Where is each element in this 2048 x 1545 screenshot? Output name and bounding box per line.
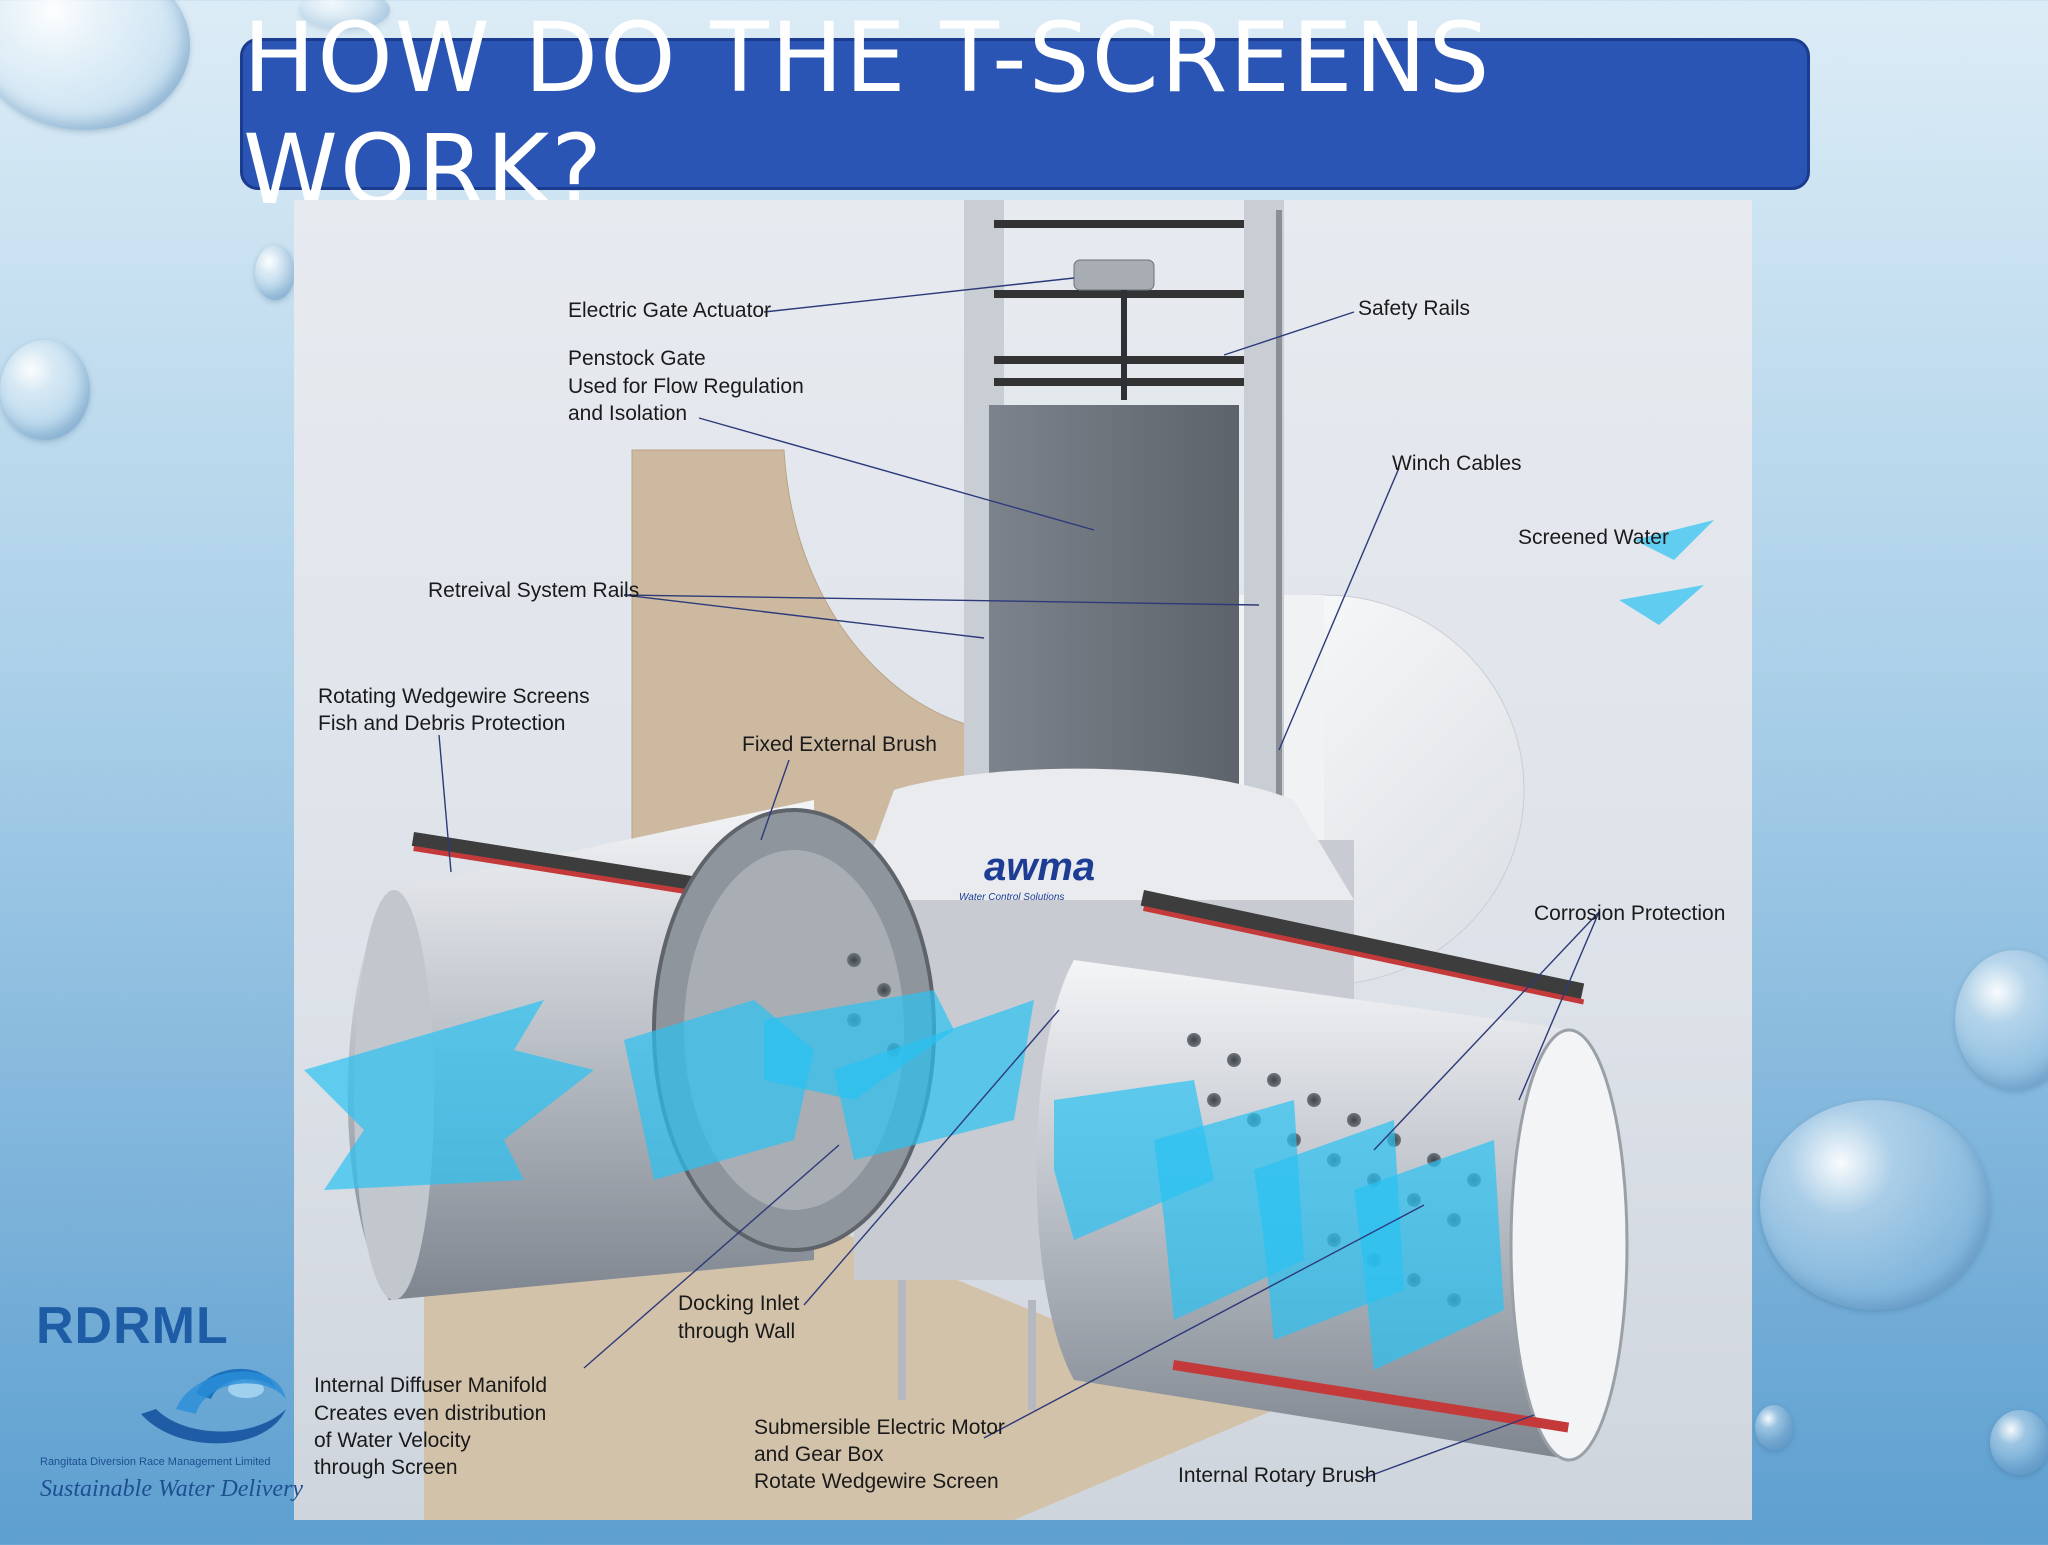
label-rotating-wedgewire-screens-line2: Fish and Debris Protection	[318, 712, 565, 735]
awma-logo-subtitle: Water Control Solutions	[959, 892, 1064, 903]
water-bubble	[1755, 1405, 1793, 1450]
label-internal-diffuser-manifold: Internal Diffuser Manifold	[314, 1374, 547, 1397]
gate-support-bar	[994, 290, 1244, 298]
label-internal-rotary-brush: Internal Rotary Brush	[1178, 1464, 1376, 1487]
label-submersible-electric-motor: Submersible Electric Motor	[754, 1416, 1005, 1439]
water-bubble	[255, 245, 295, 300]
label-safety-rails: Safety Rails	[1358, 297, 1470, 320]
label-penstock-gate-line3: and Isolation	[568, 402, 687, 425]
label-retrieval-system-rails: Retreival System Rails	[428, 579, 639, 602]
actuator-body	[1073, 259, 1155, 291]
label-corrosion-protection: Corrosion Protection	[1534, 902, 1725, 925]
logo-wordmark: RDRML	[36, 1297, 229, 1355]
title-banner: HOW DO THE T-SCREENS WORK?	[240, 2, 1810, 226]
label-internal-diffuser-manifold-line2: Creates even distribution	[314, 1402, 546, 1425]
label-penstock-gate-line2: Used for Flow Regulation	[568, 375, 804, 398]
label-submersible-electric-motor-line2: and Gear Box	[754, 1443, 884, 1466]
fixed-external-brush-right	[1140, 890, 1585, 1000]
water-bubble	[0, 0, 190, 130]
label-penstock-gate: Penstock Gate	[568, 347, 706, 370]
label-submersible-electric-motor-line3: Rotate Wedgewire Screen	[754, 1470, 999, 1493]
label-docking-inlet-line2: through Wall	[678, 1320, 795, 1343]
label-winch-cables: Winch Cables	[1392, 452, 1522, 475]
water-bubble	[1990, 1410, 2048, 1475]
label-docking-inlet: Docking Inlet	[678, 1292, 800, 1315]
label-rotating-wedgewire-screens: Rotating Wedgewire Screens	[318, 685, 590, 708]
label-internal-diffuser-manifold-line4: through Screen	[314, 1456, 458, 1479]
awma-logo: awma	[984, 845, 1095, 889]
support-leg	[898, 1280, 906, 1400]
gate-support-bar	[994, 356, 1244, 364]
logo-tagline: Sustainable Water Delivery	[40, 1476, 304, 1502]
page-title: HOW DO THE T-SCREENS WORK?	[243, 2, 1492, 226]
rdrml-logo: RDRML Rangitata Diversion Race Managemen…	[36, 1296, 303, 1520]
corrosion-strip-right	[1142, 906, 1585, 1005]
right-screen-end	[1509, 1028, 1629, 1462]
label-internal-diffuser-manifold-line3: of Water Velocity	[314, 1429, 471, 1452]
water-flow-arrows	[304, 520, 1714, 1370]
water-ripple-icon	[141, 1368, 286, 1444]
logo-organisation: Rangitata Diversion Race Management Limi…	[40, 1456, 271, 1468]
water-bubble	[1760, 1100, 1990, 1310]
gate-support-bar	[994, 378, 1244, 386]
label-fixed-external-brush: Fixed External Brush	[742, 733, 937, 756]
label-electric-gate-actuator: Electric Gate Actuator	[568, 299, 771, 322]
central-housing-top	[854, 768, 1354, 900]
gate-support-bar	[994, 220, 1244, 228]
water-bubble	[1955, 950, 2048, 1090]
t-screen-illustration: awma Water Control Solutions	[304, 200, 1725, 1520]
callout-leader-lines	[438, 277, 1600, 1479]
support-leg	[1028, 1300, 1036, 1410]
t-screen-diagram: awma Water Control Solutions	[294, 200, 1752, 1520]
water-bubble	[0, 340, 90, 440]
label-screened-water: Screened Water	[1518, 526, 1669, 549]
penstock-gate	[989, 405, 1239, 825]
corrosion-strip-bottom	[1172, 1360, 1570, 1433]
